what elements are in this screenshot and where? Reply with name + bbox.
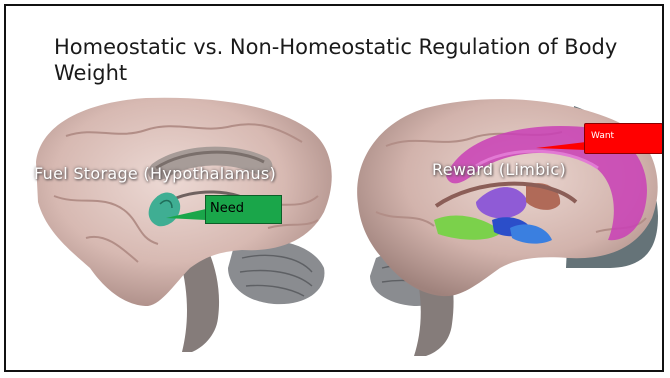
left-brain-image <box>36 98 332 352</box>
slide: Homeostatic vs. Non-Homeostatic Regulati… <box>4 4 664 372</box>
limbic-region-label: Reward (Limbic) <box>432 160 566 179</box>
hypothalamus-region-label: Fuel Storage (Hypothalamus) <box>34 164 276 183</box>
want-callout: Want <box>584 123 663 154</box>
need-callout: Need <box>205 195 282 224</box>
brain-illustration <box>6 6 664 372</box>
